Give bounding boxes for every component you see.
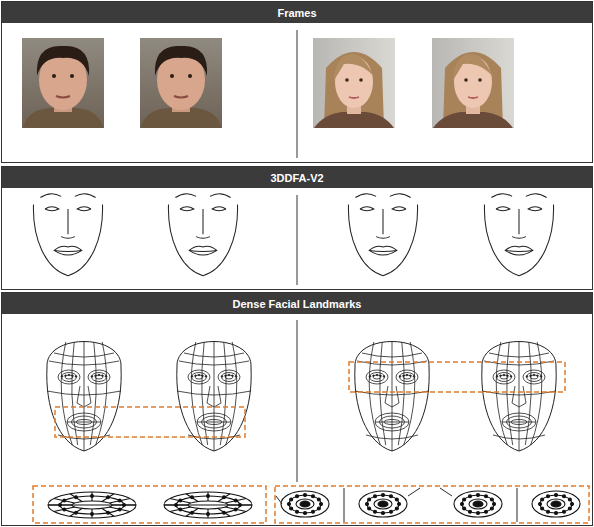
eye-zoom	[359, 491, 407, 517]
panel-title: Dense Facial Landmarks	[232, 298, 361, 310]
panel-header: Dense Facial Landmarks	[2, 293, 592, 314]
dense-landmark-face	[47, 342, 121, 452]
panel-title: Frames	[277, 7, 316, 19]
sparse-landmark-face	[33, 194, 102, 276]
eye-zoom	[454, 491, 502, 517]
panel-header: 3DDFA-V2	[2, 167, 592, 188]
panel-box: Frames	[1, 1, 593, 163]
sparse-landmark-face	[484, 194, 553, 276]
dense-landmark-face	[355, 342, 429, 452]
eye-zoom	[281, 491, 329, 517]
sparse-landmark-face	[348, 194, 417, 276]
panel-header: Frames	[2, 2, 592, 23]
dense-landmark-face	[177, 342, 251, 452]
face-photo	[140, 38, 222, 128]
highlight-box	[33, 486, 266, 523]
mesh-line	[344, 488, 345, 522]
divider-line	[297, 320, 298, 482]
mesh-line	[440, 488, 452, 496]
divider-line	[297, 30, 298, 158]
face-photo	[313, 38, 395, 128]
panel-box: Dense Facial Landmarks	[1, 292, 593, 526]
dense-landmark-face	[482, 342, 556, 452]
highlight-box	[275, 486, 589, 523]
divider-line	[297, 195, 298, 285]
mesh-line	[408, 488, 420, 496]
panel-title: 3DDFA-V2	[270, 172, 323, 184]
highlight-box	[349, 362, 565, 392]
mouth-zoom	[48, 492, 136, 518]
highlight-box	[55, 407, 245, 437]
face-photo	[22, 38, 104, 128]
mesh-line	[517, 488, 518, 522]
face-photo	[432, 38, 514, 128]
eye-zoom	[532, 491, 580, 517]
panel-box: 3DDFA-V2	[1, 166, 593, 290]
sparse-landmark-face	[168, 194, 237, 276]
mouth-zoom	[164, 492, 252, 518]
mesh-line	[276, 496, 282, 504]
